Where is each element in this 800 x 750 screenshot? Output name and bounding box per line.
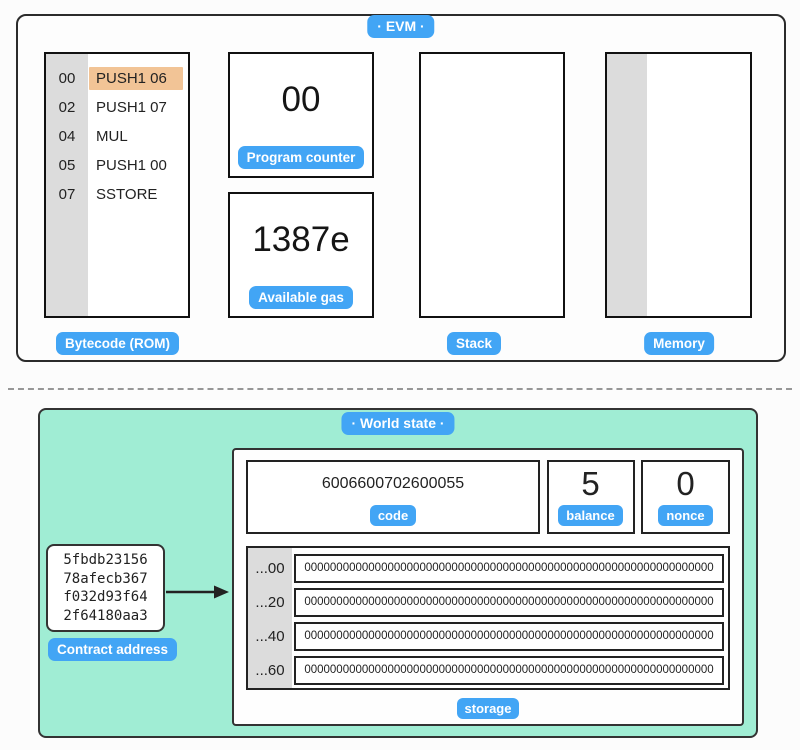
bytecode-row: 07 SSTORE: [46, 180, 188, 209]
storage-row: ...40 0000000000000000000000000000000000…: [248, 619, 728, 653]
stack-panel: [419, 52, 565, 318]
bytecode-row: 00 PUSH1 06: [46, 64, 188, 93]
contract-address-line: 78afecb367: [63, 570, 148, 587]
bytecode-instruction: MUL: [96, 128, 128, 145]
storage-value: 0000000000000000000000000000000000000000…: [294, 587, 724, 617]
contract-address-label: Contract address: [48, 638, 178, 661]
memory-offset-column: [607, 54, 647, 316]
memory-label: Memory: [644, 332, 714, 355]
storage-offset-column: [248, 548, 292, 688]
arrow-icon: [166, 585, 229, 599]
bytecode-row: 04 MUL: [46, 122, 188, 151]
storage-value: 0000000000000000000000000000000000000000…: [294, 553, 724, 583]
bytecode-panel: 00 PUSH1 06 02 PUSH1 07 04 MUL 05 PUSH1 …: [44, 52, 190, 318]
bytecode-offset-column: [46, 54, 88, 316]
bytecode-instruction: PUSH1 06: [89, 67, 183, 90]
bytecode-offset: 07: [58, 186, 76, 203]
storage-box: ...00 0000000000000000000000000000000000…: [246, 546, 730, 690]
storage-offset: ...20: [255, 593, 285, 611]
available-gas-value: 1387e: [252, 220, 350, 259]
storage-rows: ...00 0000000000000000000000000000000000…: [248, 548, 728, 687]
evm-title-badge: · EVM ·: [367, 15, 435, 38]
balance-label: balance: [558, 505, 623, 526]
storage-row: ...00 0000000000000000000000000000000000…: [248, 551, 728, 585]
world-state-title-badge: · World state ·: [341, 412, 455, 435]
nonce-box: 0 nonce: [641, 460, 730, 534]
section-divider: [8, 388, 792, 390]
storage-value: 0000000000000000000000000000000000000000…: [294, 655, 724, 685]
program-counter-label: Program counter: [237, 146, 365, 169]
storage-offset: ...40: [255, 627, 285, 645]
account-panel: 6006600702600055 code 5 balance 0 nonce …: [232, 448, 744, 726]
storage-row: ...60 0000000000000000000000000000000000…: [248, 653, 728, 687]
bytecode-row: 02 PUSH1 07: [46, 93, 188, 122]
code-value: 6006600702600055: [321, 474, 465, 492]
storage-label: storage: [456, 698, 520, 719]
account-summary-row: 6006600702600055 code 5 balance 0 nonce: [246, 460, 730, 534]
program-counter-panel: 00 Program counter: [228, 52, 374, 178]
bytecode-offset: 05: [58, 157, 76, 174]
code-label: code: [369, 505, 417, 526]
bytecode-instruction: PUSH1 07: [96, 99, 167, 116]
stack-label: Stack: [446, 332, 502, 355]
storage-offset: ...00: [255, 559, 285, 577]
bytecode-offset: 00: [58, 70, 76, 87]
contract-address-line: 5fbdb23156: [63, 552, 148, 568]
nonce-value: 0: [676, 464, 695, 502]
bytecode-row: 05 PUSH1 00: [46, 151, 188, 180]
code-box: 6006600702600055 code: [246, 460, 540, 534]
bytecode-offset: 04: [58, 128, 76, 145]
storage-value: 0000000000000000000000000000000000000000…: [294, 621, 724, 651]
contract-address-line: 2f64180aa3: [63, 607, 148, 624]
nonce-label: nonce: [658, 505, 713, 526]
balance-box: 5 balance: [546, 460, 635, 534]
available-gas-label: Available gas: [249, 286, 353, 309]
evm-section: · EVM · 00 PUSH1 06 02 PUSH1 07 04 MUL: [16, 14, 786, 362]
bytecode-offset: 02: [58, 99, 76, 116]
bytecode-instruction: PUSH1 00: [96, 157, 167, 174]
bytecode-rows: 00 PUSH1 06 02 PUSH1 07 04 MUL 05 PUSH1 …: [46, 54, 188, 209]
world-state-section: · World state · 5fbdb23156 78afecb367 f0…: [38, 408, 758, 738]
storage-offset: ...60: [255, 661, 285, 679]
bytecode-label: Bytecode (ROM): [56, 332, 180, 355]
balance-value: 5: [581, 464, 600, 502]
contract-address-line: f032d93f64: [63, 589, 148, 605]
storage-row: ...20 0000000000000000000000000000000000…: [248, 585, 728, 619]
program-counter-value: 00: [281, 80, 321, 119]
contract-address-card: 5fbdb23156 78afecb367 f032d93f64 2f64180…: [46, 544, 165, 632]
bytecode-instruction: SSTORE: [96, 186, 158, 203]
available-gas-panel: 1387e Available gas: [228, 192, 374, 318]
memory-panel: [605, 52, 752, 318]
